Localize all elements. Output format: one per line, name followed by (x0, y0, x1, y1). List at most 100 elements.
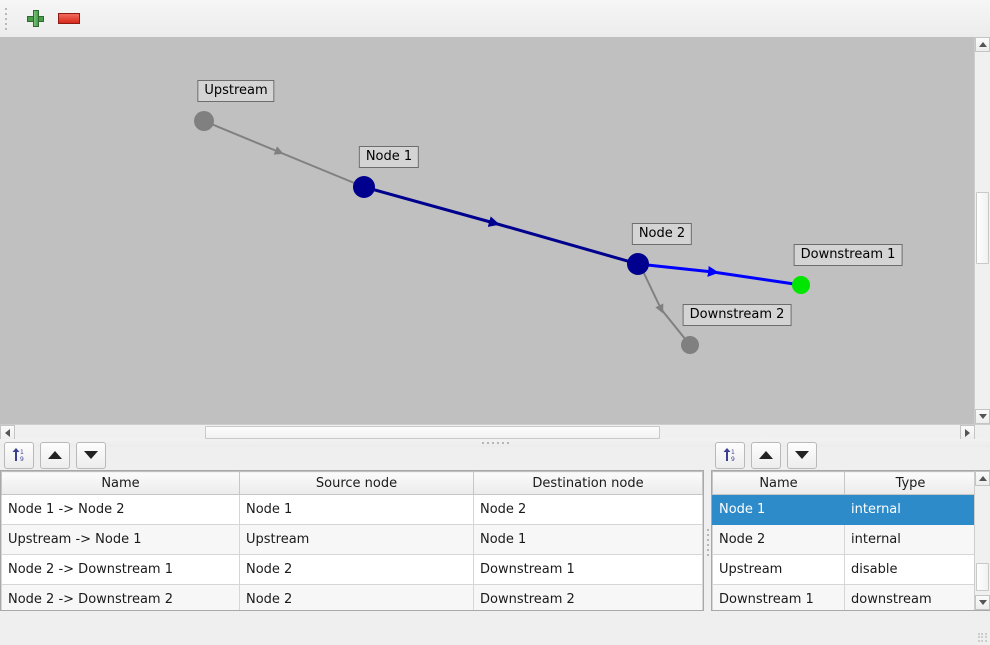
edges-cell-name: Node 2 -> Downstream 2 (2, 585, 240, 612)
nodes-cell-name: Upstream (713, 555, 845, 585)
nodes-cell-type: internal (845, 525, 977, 555)
nodes-move-down-button[interactable] (787, 442, 817, 469)
table-row[interactable]: Upstream disable (713, 555, 977, 585)
chevron-down-icon (979, 414, 987, 419)
edges-cell-name: Node 1 -> Node 2 (2, 495, 240, 525)
graph-canvas[interactable]: Upstream Node 1 Node 2 Downstream 1 Down… (0, 37, 990, 438)
edges-cell-source: Node 2 (240, 585, 474, 612)
nodes-column-type[interactable]: Type (845, 472, 977, 495)
svg-text:1: 1 (731, 449, 735, 456)
nodes-sort-button[interactable]: 1 9 (715, 442, 745, 469)
edges-move-up-button[interactable] (40, 442, 70, 469)
nodes-cell-type: disable (845, 555, 977, 585)
toolbar-drag-handle[interactable] (3, 8, 13, 30)
nodes-toolbar: 1 9 (711, 440, 990, 470)
triangle-up-icon (759, 451, 773, 459)
vertical-splitter[interactable] (704, 472, 711, 613)
canvas-horizontal-scroll-thumb[interactable] (205, 426, 660, 439)
svg-text:9: 9 (20, 456, 24, 463)
edges-cell-destination: Downstream 1 (474, 555, 703, 585)
nodes-cell-type: internal (845, 495, 977, 525)
chevron-left-icon (5, 429, 10, 437)
nodes-table-container: Name Type Node 1 internal Node 2 interna… (711, 470, 990, 611)
edges-table-container: Name Source node Destination node Node 1… (0, 470, 704, 611)
status-area (0, 615, 990, 645)
svg-text:9: 9 (731, 456, 735, 463)
scroll-up-button[interactable] (975, 37, 990, 52)
edge-upstream-node1[interactable] (204, 121, 364, 187)
canvas-vertical-scroll-thumb[interactable] (976, 192, 989, 264)
sort-icon: 1 9 (723, 447, 738, 463)
edges-move-down-button[interactable] (76, 442, 106, 469)
nodes-move-up-button[interactable] (751, 442, 781, 469)
table-row[interactable]: Node 2 internal (713, 525, 977, 555)
table-row[interactable]: Node 2 -> Downstream 1 Node 2 Downstream… (2, 555, 703, 585)
table-row[interactable]: Downstream 1 downstream (713, 585, 977, 612)
nodes-cell-name: Downstream 1 (713, 585, 845, 612)
edges-column-source[interactable]: Source node (240, 472, 474, 495)
node-label-node1[interactable]: Node 1 (359, 146, 419, 168)
edges-toolbar: 1 9 (0, 440, 704, 470)
table-row[interactable]: Upstream -> Node 1 Upstream Node 1 (2, 525, 703, 555)
edges-cell-source: Node 1 (240, 495, 474, 525)
edges-cell-destination: Node 1 (474, 525, 703, 555)
triangle-up-icon (48, 451, 62, 459)
edge-node2-downstream1[interactable] (638, 264, 801, 285)
edges-pane: 1 9 Name Source node Destination node (0, 440, 704, 615)
edges-cell-source: Upstream (240, 525, 474, 555)
scroll-down-button[interactable] (975, 595, 990, 610)
edges-cell-destination: Node 2 (474, 495, 703, 525)
edges-cell-source: Node 2 (240, 555, 474, 585)
edges-column-destination[interactable]: Destination node (474, 472, 703, 495)
graph-node-downstream2[interactable] (681, 336, 699, 354)
nodes-cell-name: Node 2 (713, 525, 845, 555)
chevron-right-icon (965, 429, 970, 437)
edge-node1-node2[interactable] (364, 187, 638, 264)
graph-node-upstream[interactable] (194, 111, 214, 131)
scroll-left-button[interactable] (0, 425, 15, 440)
remove-node-button[interactable] (52, 3, 86, 35)
node-label-downstream2[interactable]: Downstream 2 (683, 304, 792, 326)
triangle-down-icon (795, 451, 809, 459)
chevron-up-icon (979, 42, 987, 47)
nodes-table-scroll-thumb[interactable] (976, 563, 989, 591)
minus-icon (58, 13, 80, 24)
nodes-column-name[interactable]: Name (713, 472, 845, 495)
edges-column-name[interactable]: Name (2, 472, 240, 495)
table-row[interactable]: Node 1 -> Node 2 Node 1 Node 2 (2, 495, 703, 525)
scroll-up-button[interactable] (975, 471, 990, 486)
canvas-vertical-scrollbar[interactable] (974, 37, 990, 424)
node-label-upstream[interactable]: Upstream (197, 80, 274, 102)
edges-sort-button[interactable]: 1 9 (4, 442, 34, 469)
nodes-pane: 1 9 Name Type (711, 440, 990, 615)
node-label-node2[interactable]: Node 2 (632, 223, 692, 245)
edges-cell-name: Upstream -> Node 1 (2, 525, 240, 555)
table-row[interactable]: Node 2 -> Downstream 2 Node 2 Downstream… (2, 585, 703, 612)
nodes-table: Name Type Node 1 internal Node 2 interna… (712, 471, 977, 611)
node-label-downstream1[interactable]: Downstream 1 (794, 244, 903, 266)
add-node-button[interactable] (18, 3, 52, 35)
edges-cell-name: Node 2 -> Downstream 1 (2, 555, 240, 585)
scroll-down-button[interactable] (975, 409, 990, 424)
plus-icon (27, 10, 44, 27)
edges-cell-destination: Downstream 2 (474, 585, 703, 612)
nodes-table-header-row: Name Type (713, 472, 977, 495)
graph-node-downstream1[interactable] (792, 276, 810, 294)
graph-svg (0, 37, 976, 422)
scroll-right-button[interactable] (960, 425, 975, 440)
chevron-up-icon (979, 476, 987, 481)
canvas-horizontal-scrollbar[interactable] (0, 424, 990, 440)
graph-node-node1[interactable] (353, 176, 375, 198)
chevron-down-icon (979, 600, 987, 605)
nodes-table-scrollbar[interactable] (974, 471, 990, 610)
sort-icon: 1 9 (12, 447, 27, 463)
toolbar (0, 0, 990, 38)
table-row[interactable]: Node 1 internal (713, 495, 977, 525)
edges-table-header-row: Name Source node Destination node (2, 472, 703, 495)
graph-node-node2[interactable] (627, 253, 649, 275)
svg-text:1: 1 (20, 449, 24, 456)
edges-table: Name Source node Destination node Node 1… (1, 471, 703, 611)
nodes-cell-type: downstream (845, 585, 977, 612)
window-resize-grip[interactable] (978, 633, 988, 643)
